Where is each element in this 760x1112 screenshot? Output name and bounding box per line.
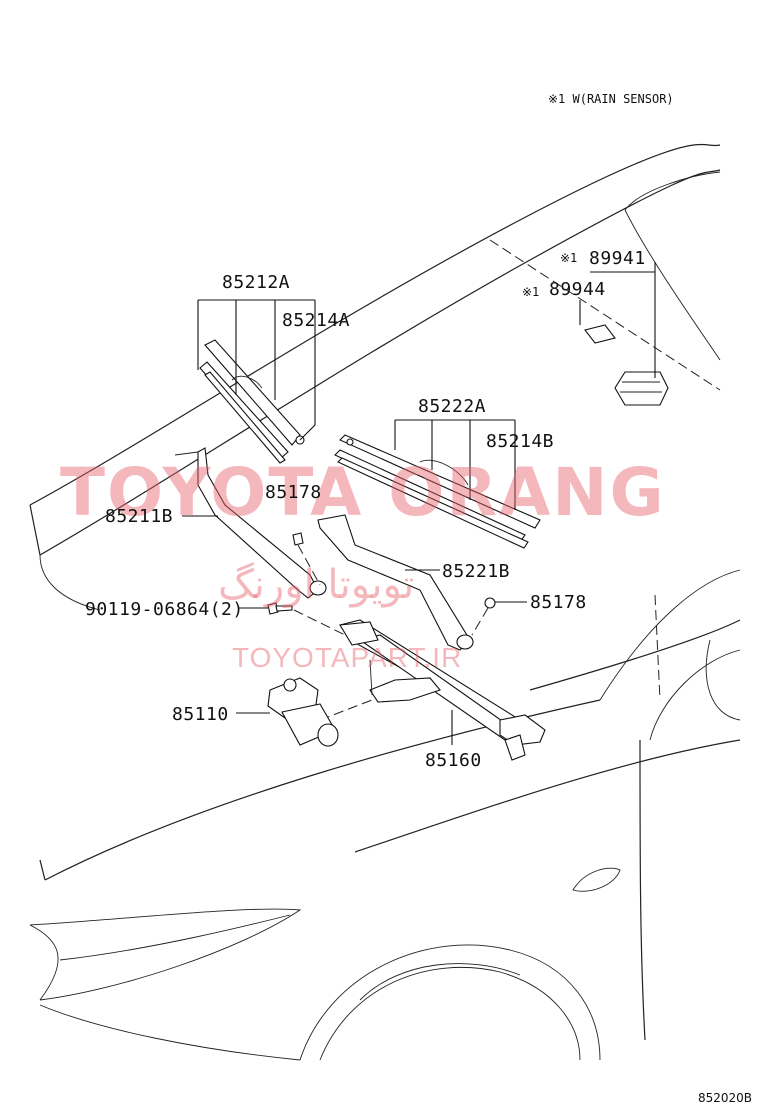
label-85214A: 85214A [282, 310, 350, 331]
wiper-arm-right [317, 514, 474, 651]
bolt-90119 [267, 602, 346, 636]
rain-sensor-note: ※1 W(RAIN SENSOR) [548, 92, 674, 106]
label-85160: 85160 [425, 750, 482, 771]
label-90119: 90119-06864(2) [85, 599, 244, 620]
label-mark-89941: ※1 [560, 251, 577, 265]
wiper-arm-left [174, 447, 327, 599]
label-85211B: 85211B [105, 506, 173, 527]
wiper-motor [267, 677, 339, 747]
label-85178-right: 85178 [530, 592, 587, 613]
diagram-code: 852020B [698, 1091, 752, 1105]
label-mark-89944: ※1 [522, 285, 539, 299]
label-89941: 89941 [589, 248, 646, 269]
label-85221B: 85221B [442, 561, 510, 582]
cap-85178-right [471, 597, 496, 636]
rain-sensor-cover [584, 324, 616, 344]
cap-85178-top [292, 532, 321, 586]
watermark-line3: TOYOTAPART.IR [232, 642, 462, 673]
label-85110: 85110 [172, 704, 229, 725]
label-85212A: 85212A [222, 272, 290, 293]
part-labels: ※1 W(RAIN SENSOR) 85212A 85214A ※1 89941… [85, 92, 752, 1105]
watermark-line1: TOYOTA ORANG [60, 454, 666, 531]
watermark: TOYOTA ORANG تویوتا اورنگ TOYOTAPART.IR [60, 454, 666, 673]
label-85178-top: 85178 [265, 482, 322, 503]
wiper-link-assembly [319, 619, 546, 761]
label-89944: 89944 [549, 279, 606, 300]
wiper-blade-right [334, 434, 541, 549]
leader-lines [182, 262, 656, 745]
label-85222A: 85222A [418, 396, 486, 417]
wiper-blade-left [199, 339, 305, 464]
rain-sensor [614, 371, 669, 406]
watermark-line2: تویوتا اورنگ [218, 562, 414, 608]
label-85214B: 85214B [486, 431, 554, 452]
vehicle-body-outline [29, 143, 741, 1061]
